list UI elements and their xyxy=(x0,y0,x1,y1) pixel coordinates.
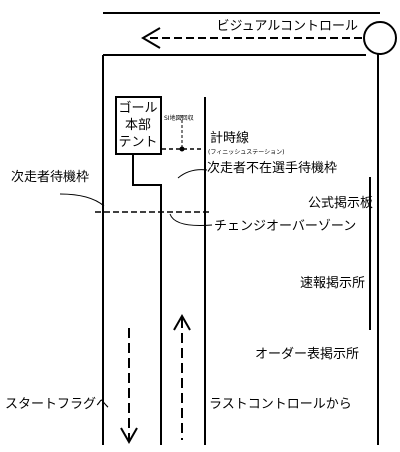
order-table-label: オーダー表掲示所 xyxy=(255,346,359,362)
visual-control-lane: ビジュアルコントロール xyxy=(103,12,397,55)
next-runner-standby-label: 次走者待機枠 xyxy=(11,169,89,185)
timing-dot xyxy=(179,146,185,152)
lane-left-wall xyxy=(132,154,162,445)
finish-station-label: (フィニッシュステーション) xyxy=(208,149,284,156)
sp-collection-label: SI地図回収 xyxy=(164,114,194,122)
changeover-zone-label: チェンジオーバーゾーン xyxy=(214,219,356,234)
visual-control-label: ビジュアルコントロール xyxy=(217,19,358,34)
to-start-flag-label: スタートフラグへ xyxy=(5,397,109,412)
goal-tent-line1: ゴール xyxy=(118,100,157,116)
changeover-zone: チェンジオーバーゾーン xyxy=(95,211,356,234)
venue-boundary xyxy=(102,54,379,445)
left-arrowhead-icon xyxy=(141,27,161,49)
from-last-control-label: ラストコントロールから xyxy=(209,397,352,412)
flash-report-label: 速報掲示所 xyxy=(300,275,365,291)
goal-tent: ゴール 本部 テント SI地図回収 xyxy=(115,96,194,155)
timing-line-group: 計時線 (フィニッシュステーション) xyxy=(162,115,284,156)
notice-boards: 公式掲示板 速報掲示所 オーダー表掲示所 xyxy=(255,177,373,362)
visual-control-circle xyxy=(363,21,397,55)
goal-tent-box xyxy=(115,96,162,155)
up-arrowhead-icon xyxy=(173,313,191,331)
public-board-label: 公式掲示板 xyxy=(308,195,373,211)
next-runner-standby-leader xyxy=(59,193,105,207)
lane-walls xyxy=(132,97,206,445)
down-arrowhead-icon xyxy=(120,427,138,445)
goal-tent-line3: テント xyxy=(118,135,157,150)
changeover-zone-leader xyxy=(169,213,213,226)
timing-line-label: 計時線 xyxy=(210,130,249,146)
lane-arrows xyxy=(120,313,191,445)
next-runner-absent-leader xyxy=(177,169,208,179)
next-runner-absent-label: 次走者不在選手待機枠 xyxy=(207,160,337,176)
goal-tent-line2: 本部 xyxy=(125,118,151,133)
